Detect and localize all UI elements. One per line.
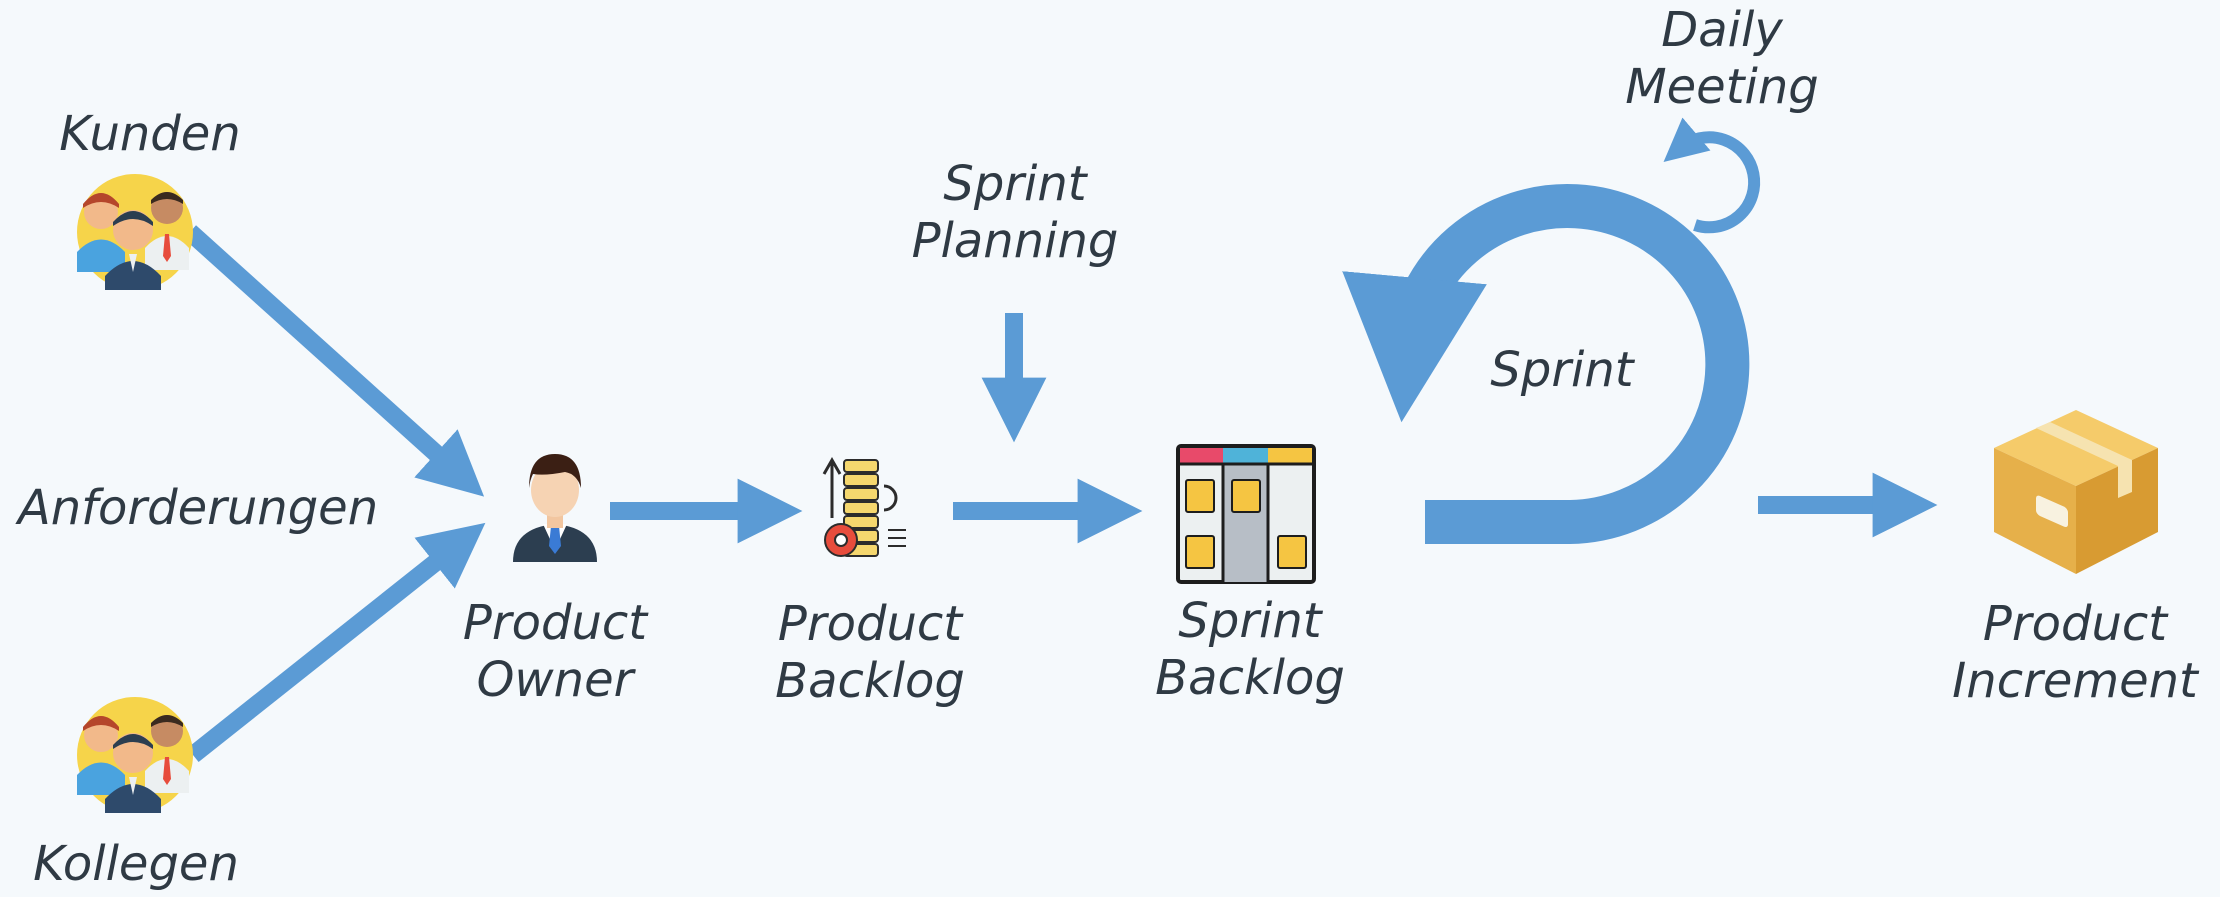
label-product-increment: Product Increment [1940,596,2210,710]
package-box-icon [1994,410,2158,574]
label-product-backlog: Product Backlog [760,596,980,710]
label-sprint-backlog-line1: Sprint [1178,593,1322,649]
kollegen-people-icon [77,697,193,813]
label-daily-meeting: Daily Meeting [1612,2,1832,116]
label-sprint-planning-line1: Sprint [943,156,1087,212]
label-product-increment-line1: Product [1982,596,2168,652]
label-product-owner-line2: Owner [476,652,634,708]
daily-meeting-loop-arrow [1663,117,1761,234]
label-product-backlog-line1: Product [777,596,963,652]
label-kollegen: Kollegen [26,836,246,893]
kanban-board-icon [1176,444,1316,584]
kunden-people-icon [77,174,193,290]
label-kollegen-text: Kollegen [33,836,239,892]
label-sprint-planning: Sprint Planning [890,156,1140,270]
businessman-icon [513,454,597,562]
label-sprint-backlog-line2: Backlog [1155,650,1345,706]
arrow-kollegen-to-owner [187,522,486,763]
coins-gear-icon [822,456,906,557]
label-product-owner: Product Owner [445,595,665,709]
label-product-increment-line2: Increment [1952,653,2198,709]
sprint-cycle-arrow [1342,184,1750,544]
label-daily-meeting-line2: Meeting [1625,59,1819,115]
label-sprint-planning-line2: Planning [911,213,1119,269]
label-daily-meeting-line1: Daily [1661,2,1783,58]
label-sprint: Sprint [1462,342,1662,399]
label-kunden-text: Kunden [59,106,241,162]
label-kunden: Kunden [50,106,250,163]
label-sprint-backlog: Sprint Backlog [1140,593,1360,707]
label-anforderungen-text: Anforderungen [17,480,379,536]
label-anforderungen: Anforderungen [8,480,388,537]
arrow-kunden-to-owner [183,225,485,497]
label-product-owner-line1: Product [462,595,648,651]
label-sprint-text: Sprint [1490,342,1634,398]
label-product-backlog-line2: Backlog [775,653,965,709]
